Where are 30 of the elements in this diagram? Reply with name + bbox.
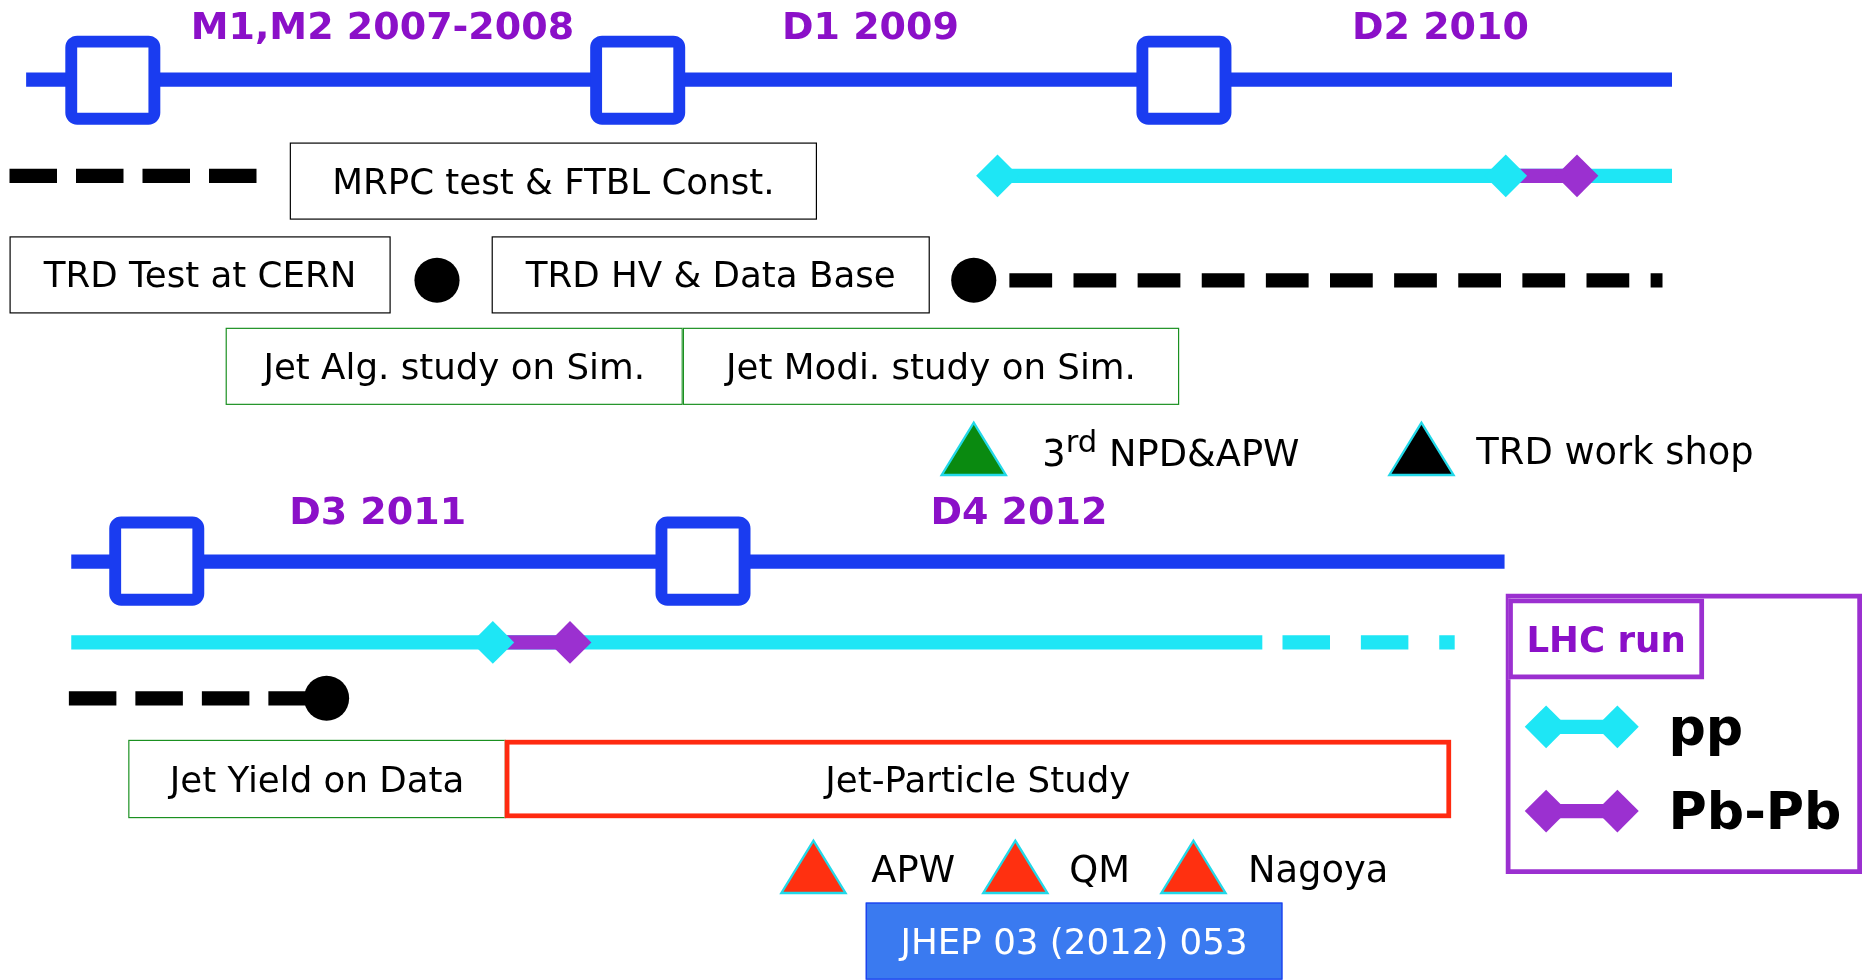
task-box [128, 739, 506, 819]
task-box [289, 142, 817, 220]
task-label: MRPC test & FTBL Const. [332, 160, 775, 202]
event-label: TRD work shop [1476, 429, 1754, 473]
year-label: D4 2012 [930, 488, 1108, 534]
legend-title-box [1508, 598, 1705, 680]
task-box [491, 236, 930, 314]
event-label: Nagoya [1247, 847, 1389, 891]
task-label: TRD HV & Data Base [525, 254, 896, 296]
event-label: 3$^{rd}$ NPD&APW [1042, 423, 1300, 474]
year-label: M1,M2 2007-2008 [190, 3, 575, 49]
task-label: Jet Alg. study on Sim. [263, 345, 645, 388]
task-label: Jet Yield on Data [169, 758, 465, 800]
task-label: JHEP 03 (2012) 053 [900, 920, 1248, 962]
task-box [682, 327, 1180, 405]
task-label: TRD Test at CERN [43, 254, 357, 296]
legend-label: Pb-Pb [1668, 780, 1842, 842]
task-box [9, 236, 391, 314]
event-label: APW [871, 847, 956, 891]
legend-label: pp [1668, 696, 1744, 758]
year-label: D2 2010 [1351, 3, 1529, 49]
event-label: QM [1069, 847, 1130, 891]
legend-title: LHC run [1526, 618, 1686, 660]
year-label: D3 2011 [289, 488, 467, 534]
publication-box [865, 902, 1283, 980]
task-label: Jet Modi. study on Sim. [726, 345, 1136, 388]
task-label: Jet-Particle Study [825, 758, 1131, 800]
task-box [225, 327, 683, 405]
task-box [504, 739, 1452, 819]
year-label: D1 2009 [781, 3, 959, 49]
